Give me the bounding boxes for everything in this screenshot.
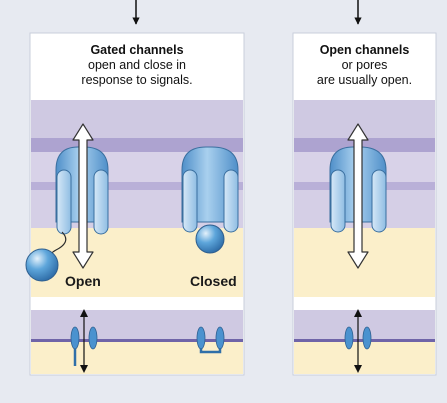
open-channels-caption: Open channels or pores are usually open. [293,43,436,88]
open-channels-line1: or pores [341,58,388,72]
gated-open-schematic [70,309,98,373]
open-panel [292,32,437,376]
gated-channels-line2: response to signals. [81,73,193,87]
gate-ball-closed [195,224,225,254]
state-label-closed: Closed [190,273,237,289]
gated-channel-closed [181,146,239,254]
gated-panel [25,32,245,376]
gated-channels-caption: Gated channels open and close in respons… [30,43,244,88]
gated-channels-title: Gated channels [90,43,184,57]
open-pore-schematic [344,309,372,373]
open-channels-title: Open channels [319,43,410,57]
open-channels-line2: are usually open. [316,73,413,87]
state-label-open: Open [65,273,101,289]
open-double-arrow-icon [72,123,94,269]
gated-channels-line1: open and close in [88,58,186,72]
gate-ball-open [25,248,59,282]
pore-double-arrow-icon [347,123,369,269]
gated-closed-schematic [196,326,225,354]
